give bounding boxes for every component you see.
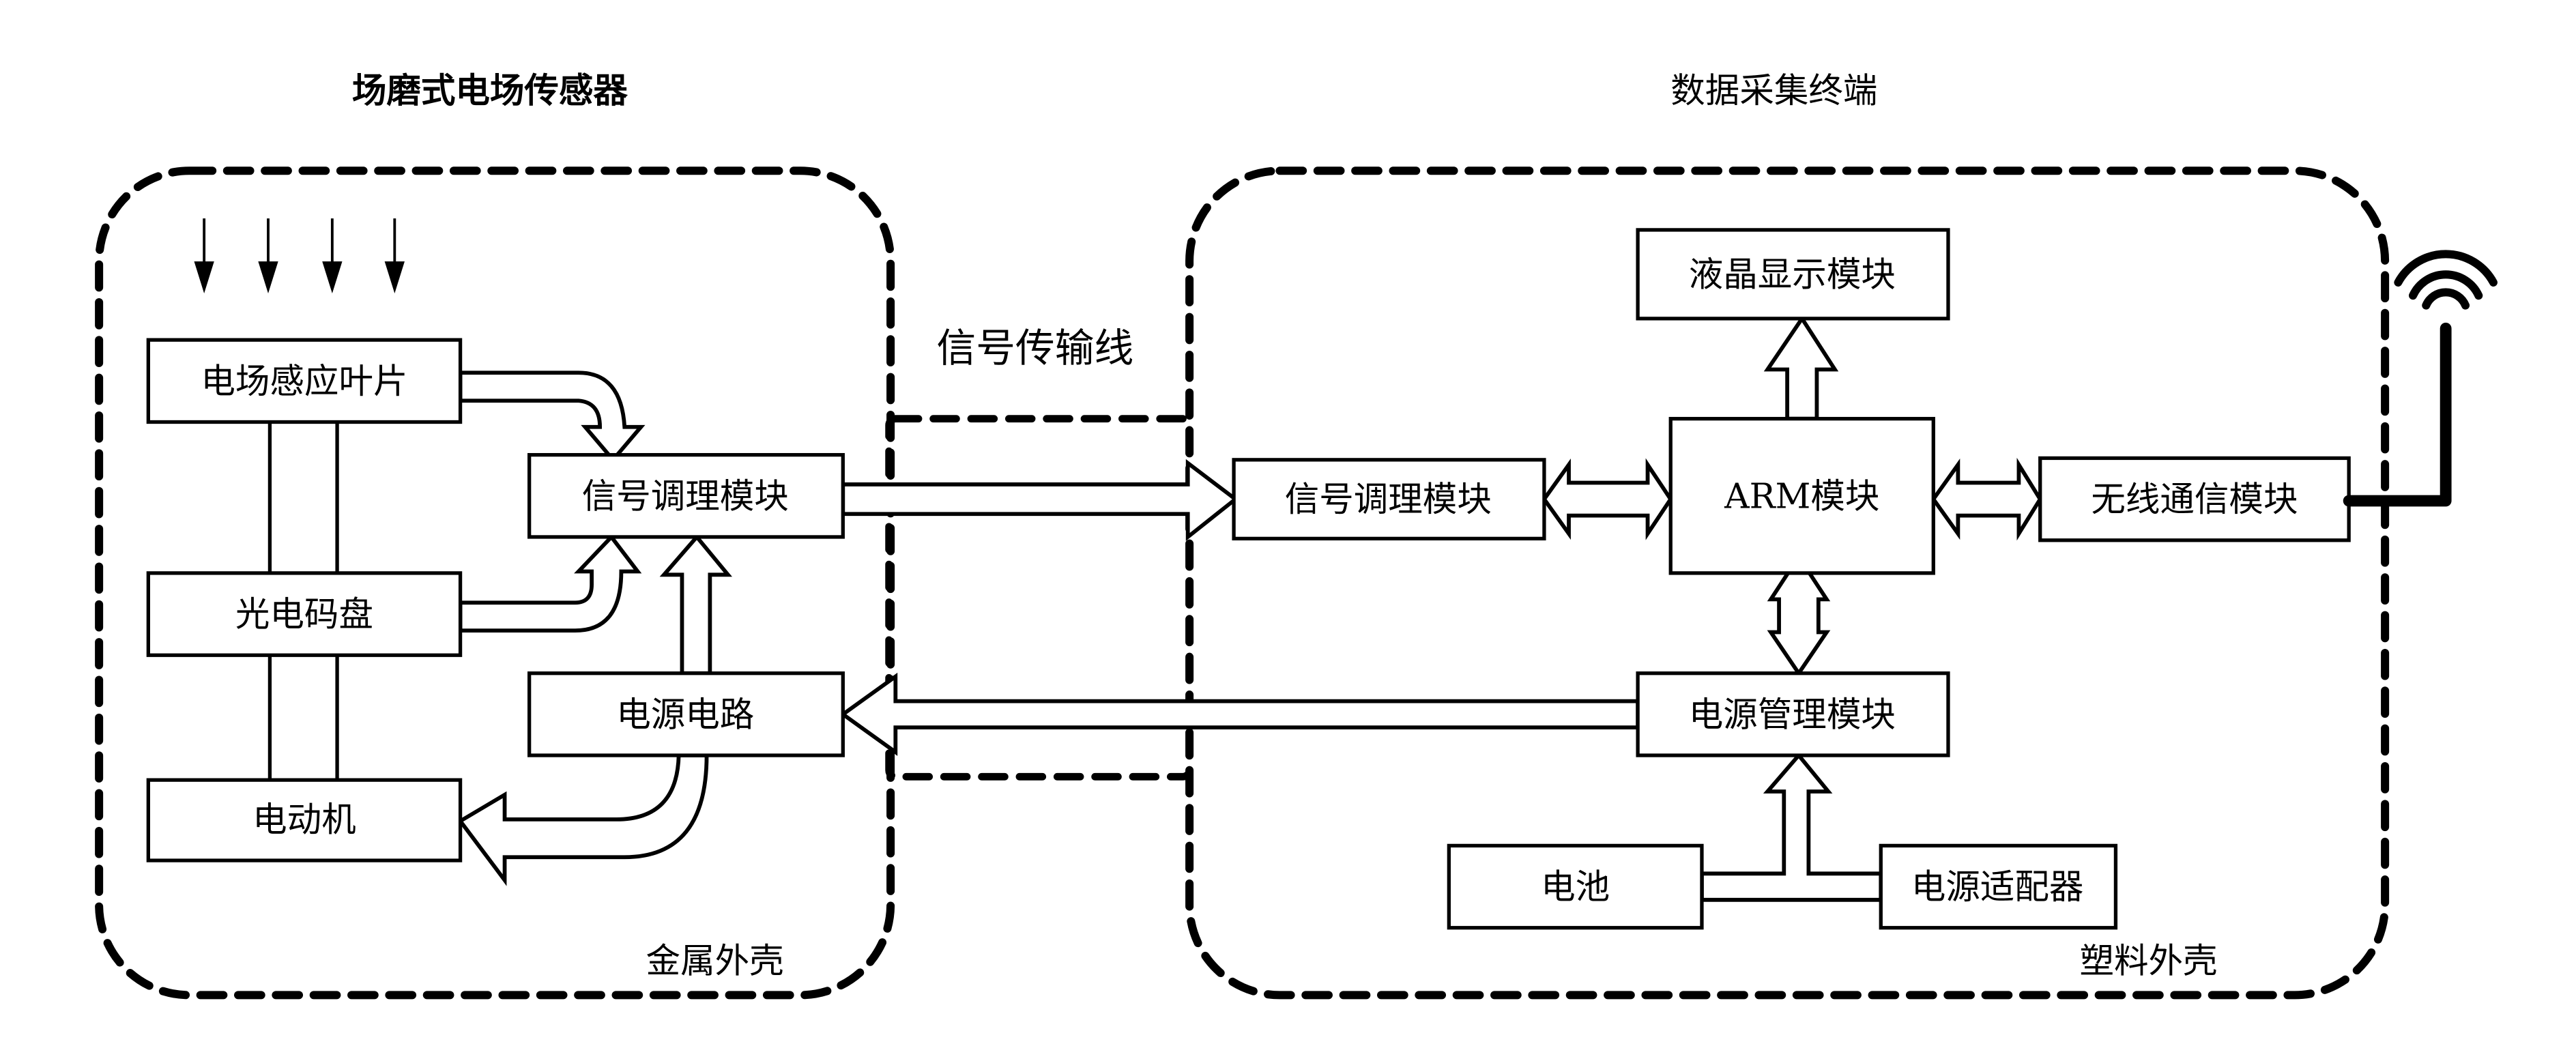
arrow-supply-to-power-management — [1700, 752, 1883, 902]
block-lcd: 液晶显示模块 — [1636, 228, 1950, 321]
svg-text:电源适配器: 电源适配器 — [1911, 867, 2084, 907]
arrow-power-to-motor — [457, 753, 709, 886]
block-power-management: 电源管理模块 — [1636, 671, 1950, 757]
arrow-arm-wireless — [1930, 457, 2043, 541]
block-sensor-signal-conditioning: 信号调理模块 — [527, 452, 845, 539]
arrow-power-to-sensor — [839, 672, 1640, 756]
arrow-conditioning-arm — [1542, 458, 1673, 540]
terminal-title: 数据采集终端 — [1670, 70, 1877, 111]
arrow-power-to-conditioning — [659, 534, 732, 675]
block-motor: 电动机 — [146, 778, 463, 862]
block-terminal-signal-conditioning: 信号调理模块 — [1232, 458, 1546, 541]
block-battery: 电池 — [1447, 843, 1704, 930]
svg-text:电源管理模块: 电源管理模块 — [1689, 694, 1896, 734]
wireless-antenna-icon — [2343, 250, 2498, 507]
svg-text:电场感应叶片: 电场感应叶片 — [201, 361, 407, 401]
arrow-vane-to-conditioning — [458, 371, 646, 463]
down-arrow-icon — [194, 218, 405, 294]
arrow-encoder-to-conditioning — [458, 534, 642, 633]
arrow-signal-to-terminal — [841, 459, 1239, 541]
plastic-shell-label: 塑料外壳 — [2080, 940, 2218, 980]
transmission-line-boundary — [885, 415, 1193, 781]
sensor-title: 场磨式电场传感器 — [352, 70, 628, 111]
block-power-circuit: 电源电路 — [527, 671, 845, 757]
metal-shell-label: 金属外壳 — [646, 940, 784, 980]
svg-text:信号调理模块: 信号调理模块 — [582, 476, 789, 516]
block-wireless: 无线通信模块 — [2038, 456, 2351, 542]
block-adapter: 电源适配器 — [1879, 843, 2118, 930]
svg-text:液晶显示模块: 液晶显示模块 — [1689, 254, 1896, 294]
svg-text:电源电路: 电源电路 — [616, 694, 754, 734]
arrow-arm-to-lcd — [1763, 315, 1839, 421]
svg-text:ARM模块: ARM模块 — [1724, 476, 1879, 516]
block-photo-encoder: 光电码盘 — [146, 571, 463, 657]
block-arm: ARM模块 — [1668, 417, 1935, 575]
svg-text:信号调理模块: 信号调理模块 — [1285, 479, 1492, 519]
svg-text:无线通信模块: 无线通信模块 — [2091, 479, 2298, 519]
svg-text:电池: 电池 — [1541, 867, 1610, 907]
transmission-line-label: 信号传输线 — [937, 325, 1134, 371]
mechanical-shaft — [267, 422, 339, 781]
svg-text:电动机: 电动机 — [252, 799, 356, 839]
block-field-vane: 电场感应叶片 — [146, 338, 463, 424]
svg-text:光电码盘: 光电码盘 — [235, 594, 373, 635]
